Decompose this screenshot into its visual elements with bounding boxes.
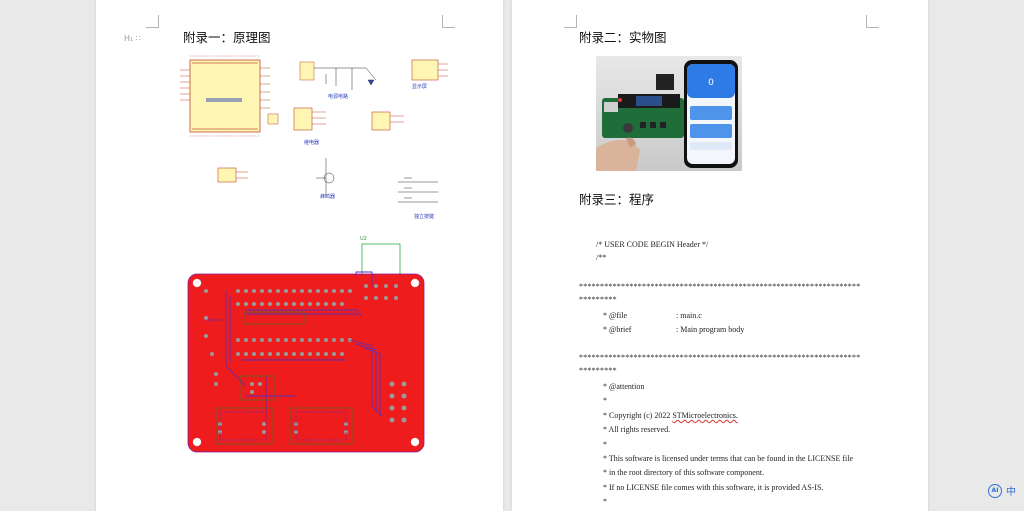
code-file-key: * @file bbox=[603, 311, 628, 320]
crop-mark bbox=[442, 15, 455, 28]
pcb-layout: U2 bbox=[186, 236, 426, 454]
device-photo: 0 bbox=[596, 56, 742, 171]
appendix-2-heading: 附录二：实物图 bbox=[579, 30, 667, 45]
code-stars-line: ****************************************… bbox=[579, 353, 861, 362]
schematic-diagram: 电源电路 继电器 显示屏 蜂鸣器 独立按键 bbox=[176, 50, 466, 230]
document-page-left: H₁ ∷ 附录一：原理图 bbox=[96, 0, 503, 511]
paragraph-handle-icon[interactable]: H₁ ∷ bbox=[124, 34, 141, 43]
display-label: 显示屏 bbox=[412, 84, 428, 90]
phone-display-value: 0 bbox=[708, 78, 714, 88]
code-brief-value: : Main program body bbox=[676, 325, 745, 334]
keys-label: 独立按键 bbox=[414, 214, 435, 220]
code-stars-line: ********* bbox=[579, 295, 617, 304]
code-comment-line: * This software is licensed under terms … bbox=[603, 454, 854, 463]
code-stars-line: ****************************************… bbox=[579, 282, 861, 291]
code-comment-line: * Copyright (c) 2022 STMicroelectronics. bbox=[603, 411, 738, 421]
ai-assistant-icon[interactable]: AI bbox=[988, 483, 1002, 498]
copyright-text: * Copyright (c) 2022 bbox=[603, 411, 673, 420]
code-line: /* USER CODE BEGIN Header */ bbox=[596, 240, 709, 249]
code-file-value: : main.c bbox=[676, 311, 702, 320]
buzzer-label: 蜂鸣器 bbox=[320, 194, 336, 200]
appendix-3-heading: 附录三：程序 bbox=[579, 192, 655, 207]
pcb-board bbox=[187, 243, 425, 453]
schematic-lines bbox=[180, 55, 448, 203]
code-line: /** bbox=[596, 253, 607, 262]
crop-mark bbox=[564, 15, 577, 28]
document-page-right: 附录二：实物图 bbox=[512, 0, 928, 511]
copyright-holder: STMicroelectronics. bbox=[672, 411, 738, 420]
code-comment-line: * All rights reserved. bbox=[603, 425, 671, 434]
code-comment-line: * bbox=[603, 396, 607, 405]
code-comment-line: * @attention bbox=[603, 382, 645, 391]
code-comment-line: * bbox=[603, 497, 607, 506]
code-comment-line: * in the root directory of this software… bbox=[603, 468, 765, 477]
language-label[interactable]: 中 bbox=[1006, 487, 1016, 498]
code-stars-line: ********* bbox=[579, 366, 617, 375]
power-circuit-label: 电源电路 bbox=[328, 94, 349, 100]
language-toggle[interactable]: AI 中 bbox=[988, 483, 1016, 498]
photo-scene bbox=[596, 56, 742, 171]
code-comment-line: * bbox=[603, 440, 607, 449]
crop-mark bbox=[866, 15, 879, 28]
relay-label: 继电器 bbox=[304, 140, 320, 146]
code-comment-line: * If no LICENSE file comes with this sof… bbox=[603, 483, 824, 492]
connector-label: U2 bbox=[360, 236, 367, 242]
crop-mark bbox=[146, 15, 159, 28]
code-brief-key: * @brief bbox=[603, 325, 632, 334]
appendix-1-heading: 附录一：原理图 bbox=[183, 30, 271, 45]
